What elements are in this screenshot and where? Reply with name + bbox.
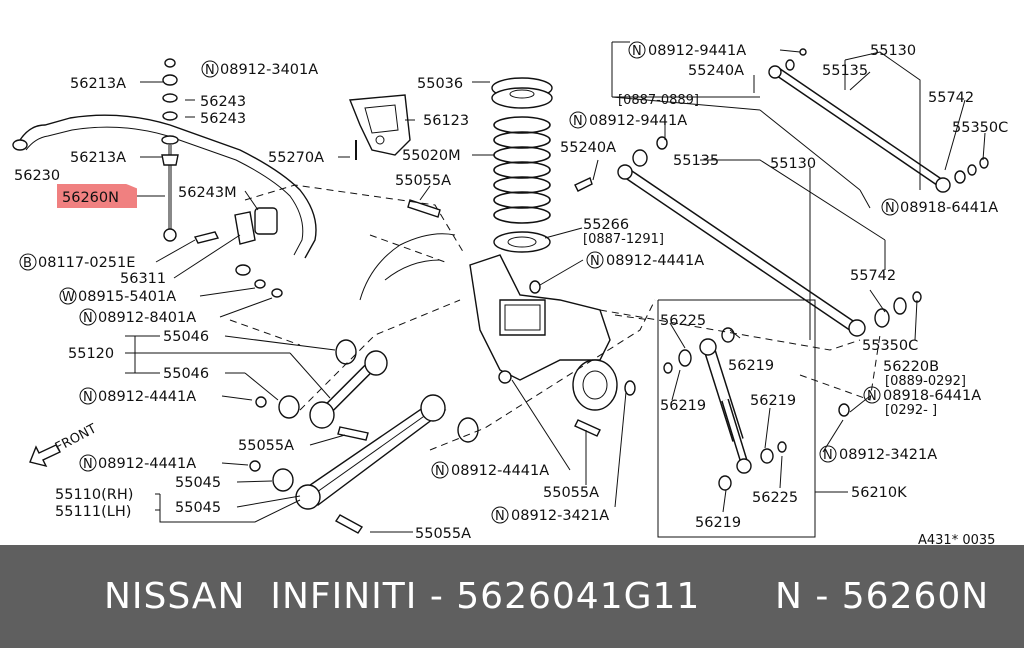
- figure-code: A431* 0035: [918, 533, 995, 545]
- part-label: 55046: [163, 329, 209, 345]
- part-label: 56213A: [70, 76, 126, 92]
- svg-text:N: N: [885, 201, 895, 216]
- part-label: 56225: [660, 313, 706, 329]
- rear-axle-housing: [359, 233, 618, 411]
- part-number-footer: NISSAN INFINITI - 5626041G11 N - 56260N: [0, 545, 1024, 648]
- part-label: 56123: [423, 113, 469, 129]
- lower-link-55110: [249, 199, 636, 534]
- selected-part-highlight: [57, 184, 137, 208]
- part-label: 55111(LH): [55, 504, 131, 520]
- part-label: 56311: [120, 271, 166, 287]
- part-label: 55240A: [688, 63, 744, 79]
- part-label: 08912-4441A: [606, 253, 704, 269]
- footer-part-number-text: NISSAN INFINITI - 5626041G11 N - 56260N: [104, 576, 990, 617]
- part-label: 08912-4441A: [451, 463, 549, 479]
- spring-bracket: [349, 94, 411, 160]
- part-label: 55135: [673, 153, 719, 169]
- svg-text:N: N: [867, 389, 877, 404]
- part-label: [0292- ]: [885, 403, 937, 418]
- part-label: 56243: [200, 94, 246, 110]
- part-label: 08918-6441A: [883, 388, 981, 404]
- svg-text:N: N: [823, 448, 833, 463]
- part-label: [0889-0292]: [885, 374, 966, 389]
- part-label: 56213A: [70, 150, 126, 166]
- part-label: 55130: [870, 43, 916, 59]
- part-label: 08912-9441A: [648, 43, 746, 59]
- front-label: FRONT: [53, 421, 99, 455]
- stabilizer-link: [161, 58, 283, 298]
- part-label: 55742: [850, 268, 896, 284]
- leader-lines: [125, 41, 986, 538]
- part-label: 08912-4441A: [98, 389, 196, 405]
- part-label: 56219: [660, 398, 706, 414]
- part-label: 55055A: [415, 526, 471, 542]
- part-label: 55135: [822, 63, 868, 79]
- part-label: [0887-0889]: [618, 93, 699, 108]
- part-label: 55240A: [560, 140, 616, 156]
- part-label: 08912-4441A: [98, 456, 196, 472]
- part-label: 08912-3421A: [839, 447, 937, 463]
- part-label: 55350C: [952, 120, 1008, 136]
- part-label: 08912-3401A: [220, 62, 318, 78]
- part-label: 55036: [417, 76, 463, 92]
- part-label: 56219: [728, 358, 774, 374]
- part-label: 56220B: [883, 359, 939, 375]
- part-label: 56243M: [178, 185, 237, 201]
- part-label-highlighted: 56260N: [62, 190, 119, 206]
- dashed-guide-lines: [229, 184, 881, 451]
- svg-text:N: N: [83, 457, 93, 472]
- part-label: 55130: [770, 156, 816, 172]
- shock-absorber: [663, 327, 850, 491]
- part-label: 56225: [752, 490, 798, 506]
- part-label: 55046: [163, 366, 209, 382]
- svg-text:N: N: [205, 63, 215, 78]
- part-label: 08912-8401A: [98, 310, 196, 326]
- part-label: 55110(RH): [55, 487, 133, 503]
- svg-text:N: N: [590, 254, 600, 269]
- part-label: 08912-3421A: [511, 508, 609, 524]
- upper-link-rear: [768, 48, 989, 193]
- svg-text:N: N: [83, 311, 93, 326]
- part-label: 55045: [175, 500, 221, 516]
- svg-text:N: N: [632, 44, 642, 59]
- part-label: 56243: [200, 111, 246, 127]
- svg-text:N: N: [495, 509, 505, 524]
- upper-link-front: [574, 136, 922, 337]
- part-label: 55270A: [268, 150, 324, 166]
- part-label: 55266: [583, 217, 629, 233]
- svg-text:B: B: [23, 256, 32, 271]
- svg-text:N: N: [83, 390, 93, 405]
- part-label: 56210K: [851, 485, 907, 501]
- part-label: 55120: [68, 346, 114, 362]
- part-label: 55045: [175, 475, 221, 491]
- part-label: 55055A: [395, 173, 451, 189]
- part-label: 55350C: [862, 338, 918, 354]
- part-label: 08912-9441A: [589, 113, 687, 129]
- part-label: 55742: [928, 90, 974, 106]
- part-label: 56219: [695, 515, 741, 531]
- svg-text:N: N: [435, 464, 445, 479]
- part-label: 08117-0251E: [38, 255, 135, 271]
- part-label: [0887-1291]: [583, 232, 664, 247]
- part-labels: 56213A N 08912-3401A 56243 56243 56230 5…: [14, 41, 1008, 545]
- rear-suspension-exploded-diagram: FRONT 56213A N 08912-3401A 56243 56243 5…: [12, 41, 1008, 545]
- part-label: 08915-5401A: [78, 289, 176, 305]
- coil-spring-assembly: [491, 77, 553, 253]
- part-label: 55055A: [543, 485, 599, 501]
- part-label: 56219: [750, 393, 796, 409]
- part-label: 08918-6441A: [900, 200, 998, 216]
- svg-text:N: N: [573, 114, 583, 129]
- part-label: 55055A: [238, 438, 294, 454]
- part-label: 55020M: [402, 148, 461, 164]
- svg-text:W: W: [62, 290, 75, 305]
- part-label: 56230: [14, 168, 60, 184]
